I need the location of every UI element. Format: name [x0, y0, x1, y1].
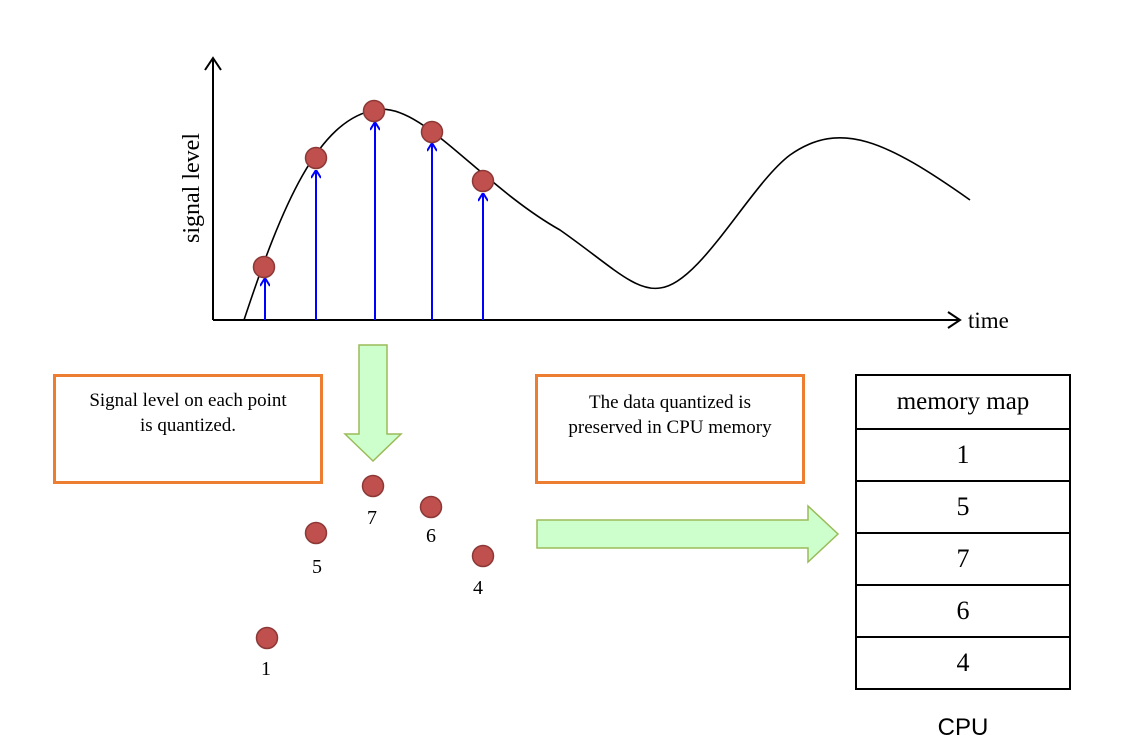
sample-arrows: [265, 123, 483, 320]
quantized-label-1: 1: [261, 658, 271, 680]
quantized-label-7: 7: [367, 507, 377, 529]
y-axis-label: signal level: [179, 133, 205, 243]
quantized-point-5: [304, 521, 328, 545]
memory-map-cell: 7: [855, 532, 1071, 586]
quantized-point-7: [361, 474, 385, 498]
memory-map-cell: 1: [855, 428, 1071, 482]
preserved-note-text: The data quantized is preserved in CPU m…: [568, 392, 772, 438]
quantized-point-1: [255, 626, 279, 650]
down-block-arrow: [343, 344, 403, 463]
sample-point: [420, 120, 444, 144]
memory-map-row: 1: [855, 428, 1071, 482]
memory-map-table: memory map 1 5 7 6 4: [855, 374, 1071, 690]
memory-map-row: 7: [855, 532, 1071, 586]
sample-points: [252, 99, 495, 279]
memory-map-cell: 4: [855, 636, 1071, 690]
quantized-note-text: Signal level on each point is quantized.: [89, 390, 287, 436]
quantized-label-6: 6: [426, 525, 436, 547]
preserved-note-box: The data quantized is preserved in CPU m…: [535, 374, 805, 484]
sample-point: [304, 146, 328, 170]
x-axis-label: time: [968, 308, 1009, 333]
y-axis-arrowhead: [204, 56, 222, 71]
sample-point: [252, 255, 276, 279]
memory-map-row: 4: [855, 636, 1071, 690]
axes: signal level time: [179, 56, 1009, 333]
quantized-label-5: 5: [312, 556, 322, 578]
quantized-point-4: [471, 544, 495, 568]
x-axis-arrowhead: [947, 311, 962, 329]
memory-map-row: 6: [855, 584, 1071, 638]
memory-map-header-row: memory map: [855, 374, 1071, 430]
memory-map-cell: 5: [855, 480, 1071, 534]
sample-point: [362, 99, 386, 123]
memory-map-header: memory map: [855, 374, 1071, 430]
quantized-points: 1 5 7 6 4: [255, 474, 495, 680]
memory-map-row: 5: [855, 480, 1071, 534]
memory-map-cell: 6: [855, 584, 1071, 638]
sample-point: [471, 169, 495, 193]
quantized-point-6: [419, 495, 443, 519]
signal-curve: [243, 108, 971, 321]
quantized-note-box: Signal level on each point is quantized.: [53, 374, 323, 484]
cpu-label: CPU: [937, 714, 989, 741]
quantized-label-4: 4: [473, 577, 483, 599]
right-block-arrow: [536, 504, 840, 564]
